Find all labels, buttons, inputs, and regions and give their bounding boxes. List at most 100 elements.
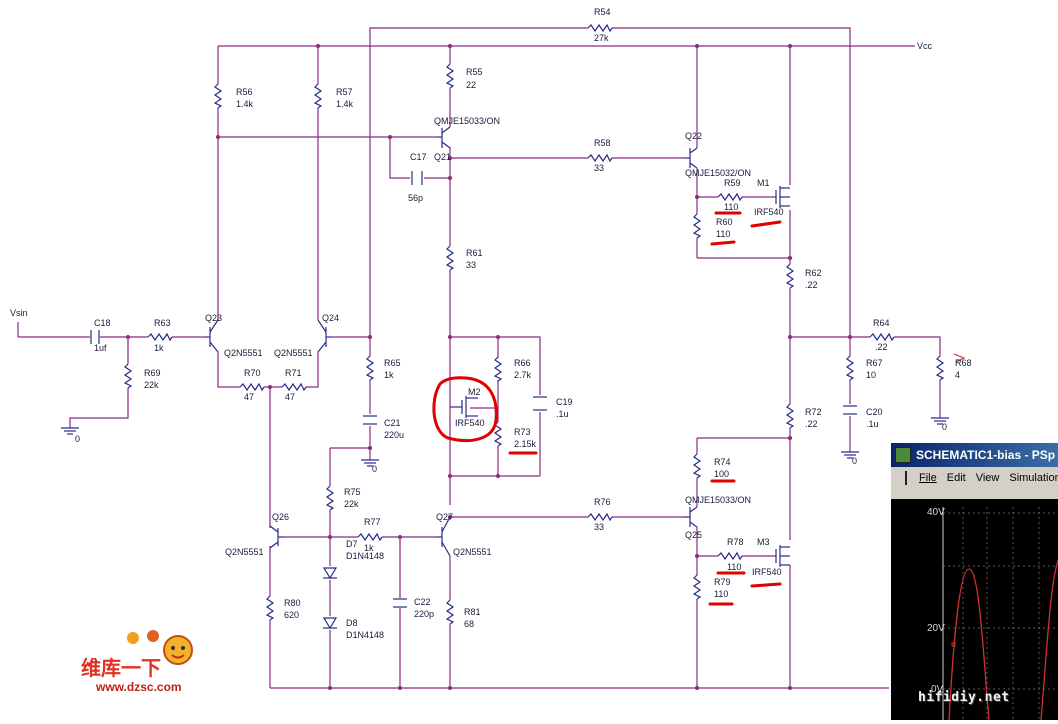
label-r78-value: 110 (727, 562, 741, 572)
label-r66-ref: R66 (514, 358, 531, 368)
transistor-q21 (437, 126, 451, 149)
label-r76-value: 33 (594, 522, 604, 532)
pspice-titlebar[interactable]: SCHEMATIC1-bias - PSp (891, 443, 1058, 467)
label-vsin: Vsin (10, 308, 28, 318)
capacitor-c21 (363, 415, 377, 425)
label-r73-ref: R73 (514, 427, 531, 437)
resistor-r65 (366, 355, 374, 381)
transistor-q26 (269, 525, 284, 549)
label-r68-value: 4 (955, 370, 960, 380)
label-r75-value: 22k (344, 499, 359, 509)
resistor-r58 (587, 154, 613, 162)
label-q24-ref: Q24 (322, 313, 339, 323)
label-r74-ref: R74 (714, 457, 731, 467)
resistor-r60 (693, 213, 701, 239)
label-r72-ref: R72 (805, 407, 822, 417)
labels: R54 27k Vcc R55 22 R56 1.4k R57 1.4k QMJ… (10, 7, 972, 640)
label-q24-value: Q2N5551 (274, 348, 313, 358)
label-d7-ref: D7 (346, 539, 358, 549)
resistor-r64 (869, 333, 895, 341)
label-r72-value: .22 (805, 419, 818, 429)
label-r59-ref: R59 (724, 178, 741, 188)
resistor-r81 (446, 599, 454, 625)
label-q27-value: Q2N5551 (453, 547, 492, 557)
capacitor-c22 (393, 598, 407, 608)
pspice-window[interactable]: SCHEMATIC1-bias - PSp File Edit View Sim… (889, 443, 1058, 721)
label-r65-ref: R65 (384, 358, 401, 368)
label-r78-ref: R78 (727, 537, 744, 547)
waveform-plot[interactable]: 40V 20V 0V (891, 499, 1058, 721)
plot-y-labels: 40V 20V 0V (927, 507, 945, 695)
label-r57-value: 1.4k (336, 99, 354, 109)
label-r80-ref: R80 (284, 598, 301, 608)
menu-file[interactable]: File (919, 472, 937, 484)
label-r76-ref: R76 (594, 497, 611, 507)
mosfet-m2 (450, 396, 478, 418)
waveform-trace-2 (1040, 559, 1058, 721)
label-q26-value: Q2N5551 (225, 547, 264, 557)
logo-cn-text: 维库一下 (81, 656, 161, 680)
resistor-r79 (693, 574, 701, 600)
label-c19-ref: C19 (556, 397, 573, 407)
label-r77-ref: R77 (364, 517, 381, 527)
capacitor-c19 (533, 396, 547, 411)
dzsc-logo: 维库一下 www.dzsc.com (78, 628, 218, 702)
menu-view[interactable]: View (975, 472, 1000, 484)
label-c22-value: 220p (414, 609, 434, 619)
label-r62-value: .22 (805, 280, 818, 290)
label-r55-ref: R55 (466, 67, 483, 77)
transistor-q27 (436, 516, 451, 557)
resistor-r61 (446, 245, 454, 271)
menu-edit[interactable]: Edit (946, 472, 966, 484)
diode-d7 (322, 567, 338, 580)
label-r64-value: .22 (875, 342, 888, 352)
label-gnd-1: 0 (75, 434, 80, 444)
label-q27-ref: Q27 (436, 512, 453, 522)
resistor-r56 (214, 83, 222, 109)
label-r61-ref: R61 (466, 248, 483, 258)
label-c20-value: .1u (866, 419, 879, 429)
label-d8-ref: D8 (346, 618, 358, 628)
label-r54-value: 27k (594, 33, 609, 43)
label-r75-ref: R75 (344, 487, 361, 497)
label-c20-ref: C20 (866, 407, 883, 417)
label-m3-ref: M3 (757, 537, 770, 547)
label-m1-ref: M1 (757, 178, 770, 188)
label-r70-value: 47 (244, 392, 254, 402)
resistor-r72 (786, 403, 794, 429)
label-m2-ref: M2 (468, 387, 481, 397)
label-q21-ref: Q21 (434, 152, 451, 162)
output-probe-icon (953, 353, 966, 363)
label-q23-value: Q2N5551 (224, 348, 263, 358)
label-r61-value: 33 (466, 260, 476, 270)
label-r71-value: 47 (285, 392, 295, 402)
resistors (124, 24, 944, 625)
menu-simulation[interactable]: Simulation (1009, 472, 1058, 484)
resistor-r63 (147, 333, 173, 341)
document-icon[interactable] (905, 471, 907, 485)
mosfet-m1 (775, 186, 790, 208)
junctions (126, 44, 852, 690)
label-r62-ref: R62 (805, 268, 822, 278)
label-r56-value: 1.4k (236, 99, 254, 109)
label-r80-value: 620 (284, 610, 299, 620)
resistor-r59 (717, 193, 743, 201)
label-r58-value: 33 (594, 163, 604, 173)
label-m3-value: IRF540 (752, 567, 782, 577)
resistor-r71 (281, 383, 307, 391)
label-r55-value: 22 (466, 80, 476, 90)
label-m1-value: IRF540 (754, 207, 784, 217)
resistor-r78 (717, 552, 743, 560)
plot-grid (943, 507, 1058, 720)
label-r68-ref: R68 (955, 358, 972, 368)
label-r60-ref: R60 (716, 217, 733, 227)
label-c22-ref: C22 (414, 597, 431, 607)
resistor-r76 (587, 513, 613, 521)
resistor-r62 (786, 263, 794, 289)
label-c17-ref: C17 (410, 152, 427, 162)
y-tick-0v: 0V (931, 684, 944, 695)
capacitor-c17 (411, 171, 423, 185)
label-r57-ref: R57 (336, 87, 353, 97)
label-q26-ref: Q26 (272, 512, 289, 522)
label-q22-ref: Q22 (685, 131, 702, 141)
